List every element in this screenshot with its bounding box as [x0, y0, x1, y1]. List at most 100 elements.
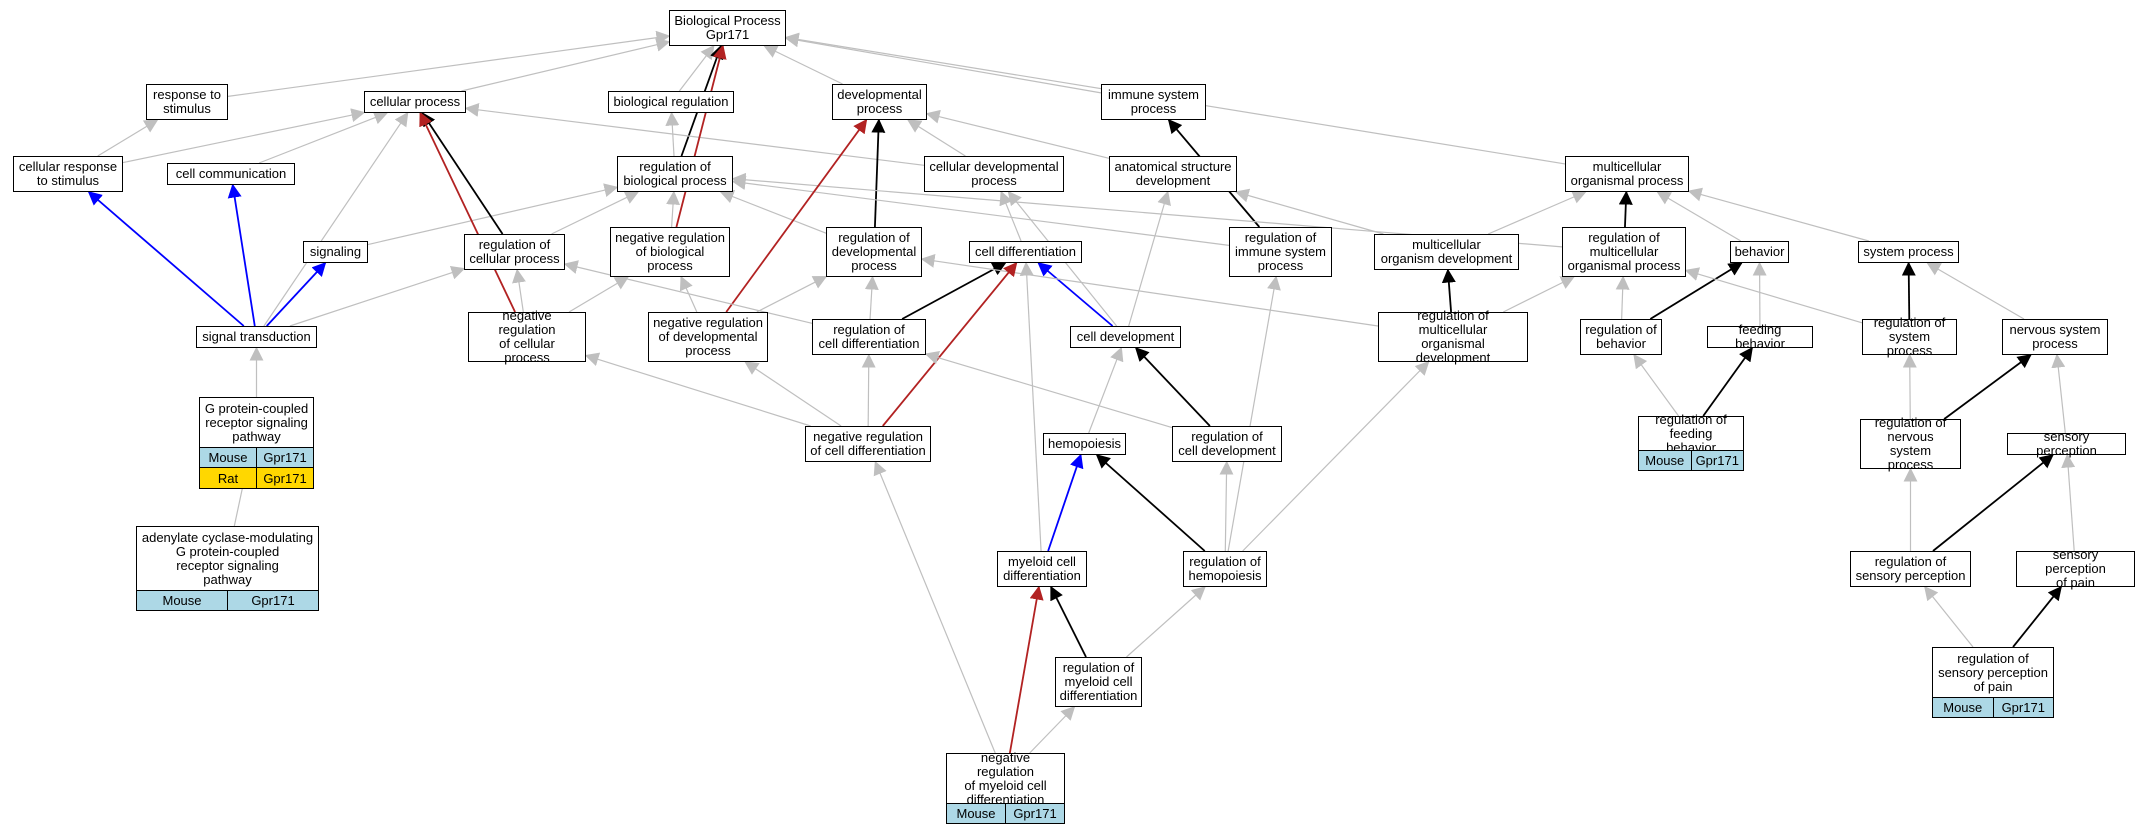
node-signaling[interactable]: signaling [303, 241, 368, 263]
edge-reg_myeloid-to-myeloid_diff [1050, 585, 1087, 658]
taxon-species: Mouse [946, 803, 1006, 824]
taxon-gene: Gpr171 [1691, 450, 1744, 471]
edge-cell_dev_proc-to-dev_proc [906, 119, 966, 157]
edge-bio_reg-to-bp [678, 44, 715, 92]
edge-cell_diff-to-cell_dev_proc [999, 190, 1022, 242]
edge-reg_nerv-to-reg_sys_proc [1902, 353, 1917, 420]
taxon-row-mouse: Mouse Gpr171 [199, 447, 314, 468]
node-regulation-of-nervous-system-process[interactable]: regulation of nervous system process [1860, 416, 1961, 472]
node-cell-differentiation[interactable]: cell differentiation [969, 241, 1082, 263]
node-regulation-of-system-process[interactable]: regulation of system process [1862, 316, 1957, 358]
node-regulation-of-hemopoiesis[interactable]: regulation of hemopoiesis [1183, 551, 1267, 587]
node-system-process[interactable]: system process [1858, 241, 1959, 263]
edge-reg_cell_proc-to-reg_bio_proc [551, 191, 640, 235]
node-cellular-process[interactable]: cellular process [364, 91, 466, 113]
node-nervous-system-process[interactable]: nervous system process [2002, 319, 2108, 355]
taxon-row-mouse: Mouse Gpr171 [946, 803, 1065, 824]
node-regulation-of-cell-development[interactable]: regulation of cell development [1172, 426, 1282, 462]
node-cell-communication[interactable]: cell communication [167, 163, 295, 185]
edge-reg_sens_pain-to-sens_pain [2012, 585, 2062, 648]
taxon-gene: Gpr171 [257, 447, 314, 468]
node-biological-process[interactable]: Biological Process Gpr171 [669, 10, 786, 46]
node-regulation-of-sensory-perception[interactable]: regulation of sensory perception [1850, 551, 1971, 587]
node-feeding-behavior[interactable]: feeding behavior [1707, 323, 1813, 351]
taxon-species: Mouse [1638, 450, 1692, 471]
node-immune-system-process[interactable]: immune system process [1101, 84, 1206, 120]
edge-system_proc-to-multi_org_proc [1687, 187, 1869, 242]
edge-reg_sys_proc-to-reg_multi_proc [1684, 267, 1863, 324]
node-cellular-developmental-process[interactable]: cellular developmental process [924, 156, 1064, 192]
edge-reg_sys_proc-to-system_proc [1901, 261, 1916, 320]
edge-reg_myeloid-to-reg_hemo [1126, 586, 1206, 658]
node-regulation-of-feeding-behavior[interactable]: regulation of feeding behavior [1638, 412, 1744, 454]
edge-sig_trans-to-cell_proc [263, 111, 409, 327]
node-gpcr-signaling-pathway[interactable]: G protein-coupled receptor signaling pat… [199, 397, 314, 447]
taxon-gene: Gpr171 [1993, 697, 2054, 718]
edge-reg_dev_proc-to-dev_proc [871, 118, 886, 228]
edge-sig_trans-to-cell_resp_stim [87, 191, 245, 327]
edge-reg_cell_dev-to-reg_cell_diff [924, 350, 1173, 429]
edge-reg_hemo-to-reg_multi_dev [1242, 361, 1430, 552]
taxon-row-mouse: Mouse Gpr171 [1932, 697, 2054, 718]
edge-sens_pain-to-sens_perc [2061, 453, 2076, 552]
edge-reg_sens_pain-to-reg_sens_perc [1924, 585, 1974, 648]
edge-reg_hemo-to-reg_immune [1227, 275, 1281, 552]
taxon-row-mouse: Mouse Gpr171 [1638, 450, 1744, 471]
taxon-gene: Gpr171 [228, 590, 319, 611]
edge-reg_sens_perc-to-sens_perc [1932, 454, 2054, 552]
node-regulation-of-biological-process[interactable]: regulation of biological process [617, 156, 733, 192]
edge-cell_resp_stim-to-cell_proc [122, 108, 366, 164]
node-biological-regulation[interactable]: biological regulation [608, 91, 734, 113]
node-response-to-stimulus[interactable]: response to stimulus [146, 84, 228, 120]
node-regulation-of-cell-differentiation[interactable]: regulation of cell differentiation [812, 319, 926, 355]
node-sensory-perception-of-pain[interactable]: sensory perception of pain [2016, 548, 2135, 590]
node-hemopoiesis[interactable]: hemopoiesis [1043, 433, 1126, 455]
node-behavior[interactable]: behavior [1730, 241, 1789, 263]
node-multicellular-organism-development[interactable]: multicellular organism development [1374, 234, 1519, 270]
edge-neg_reg_cell_proc-to-cell_proc [419, 111, 516, 313]
node-negative-regulation-of-myeloid-cell-differentiation[interactable]: negative regulation of myeloid cell diff… [946, 750, 1065, 806]
node-negative-regulation-of-cellular-process[interactable]: negative regulation of cellular process [468, 309, 586, 365]
node-regulation-of-myeloid-cell-differentiation[interactable]: regulation of myeloid cell differentiati… [1055, 657, 1142, 707]
node-sensory-perception[interactable]: sensory perception [2007, 430, 2126, 458]
taxon-species: Mouse [199, 447, 257, 468]
edge-multi_org_dev-to-anat_struct [1234, 188, 1384, 235]
node-regulation-of-immune-system-process[interactable]: regulation of immune system process [1229, 227, 1332, 277]
edge-reg_cell_proc-to-cell_proc [421, 111, 504, 235]
node-negative-regulation-of-cell-differentiation[interactable]: negative regulation of cell differentiat… [805, 426, 931, 462]
taxon-species: Mouse [136, 590, 228, 611]
node-adenylate-cyclase-modulating-gpcr-pathway[interactable]: adenylate cyclase-modulating G protein-c… [136, 526, 319, 590]
node-regulation-of-multicellular-organismal-development[interactable]: regulation of multicellular organismal d… [1378, 309, 1528, 365]
node-regulation-of-behavior[interactable]: regulation of behavior [1580, 319, 1662, 355]
node-negative-regulation-of-developmental-process[interactable]: negative regulation of developmental pro… [648, 312, 768, 362]
node-cellular-response-to-stimulus[interactable]: cellular response to stimulus [13, 156, 123, 192]
node-signal-transduction[interactable]: signal transduction [196, 326, 317, 348]
node-developmental-process[interactable]: developmental process [832, 84, 927, 120]
node-negative-regulation-of-biological-process[interactable]: negative regulation of biological proces… [610, 227, 730, 277]
node-regulation-of-developmental-process[interactable]: regulation of developmental process [826, 227, 922, 277]
edge-neg_reg_dev-to-neg_reg_bio [679, 275, 698, 313]
edge-neg_reg_bio-to-reg_bio_proc [666, 190, 681, 228]
node-regulation-of-cellular-process[interactable]: regulation of cellular process [464, 234, 565, 270]
taxon-species: Rat [199, 468, 257, 489]
node-myeloid-cell-differentiation[interactable]: myeloid cell differentiation [997, 551, 1087, 587]
node-multicellular-organismal-process[interactable]: multicellular organismal process [1565, 156, 1689, 192]
edge-neg_reg_dev-to-reg_dev_proc [756, 275, 828, 313]
edge-reg_cell_diff-to-cell_diff [901, 262, 1007, 320]
edge-reg_feeding-to-feeding [1702, 346, 1753, 417]
edge-sig_trans-to-signaling [266, 261, 327, 327]
node-anatomical-structure-development[interactable]: anatomical structure development [1109, 156, 1237, 192]
node-cell-development[interactable]: cell development [1070, 326, 1181, 348]
node-regulation-of-multicellular-organismal-process[interactable]: regulation of multicellular organismal p… [1562, 227, 1686, 277]
edge-reg_cell_dev-to-cell_devt [1134, 346, 1211, 427]
edge-immune_sys-to-bp [784, 33, 1102, 94]
node-regulation-of-sensory-perception-of-pain[interactable]: regulation of sensory perception of pain [1932, 647, 2054, 697]
edge-neg_reg_cell_diff-to-reg_cell_diff [861, 353, 876, 427]
taxon-gene: Gpr171 [1006, 803, 1065, 824]
edge-resp_stim-to-bp [227, 30, 671, 97]
edge-cell_dev_proc-to-cell_proc [464, 102, 925, 166]
edge-cell_proc-to-bp [461, 37, 671, 92]
edge-reg_multi_proc-to-multi_org_proc [1618, 190, 1633, 228]
edge-reg_multi_dev-to-reg_multi_proc [1503, 276, 1575, 313]
